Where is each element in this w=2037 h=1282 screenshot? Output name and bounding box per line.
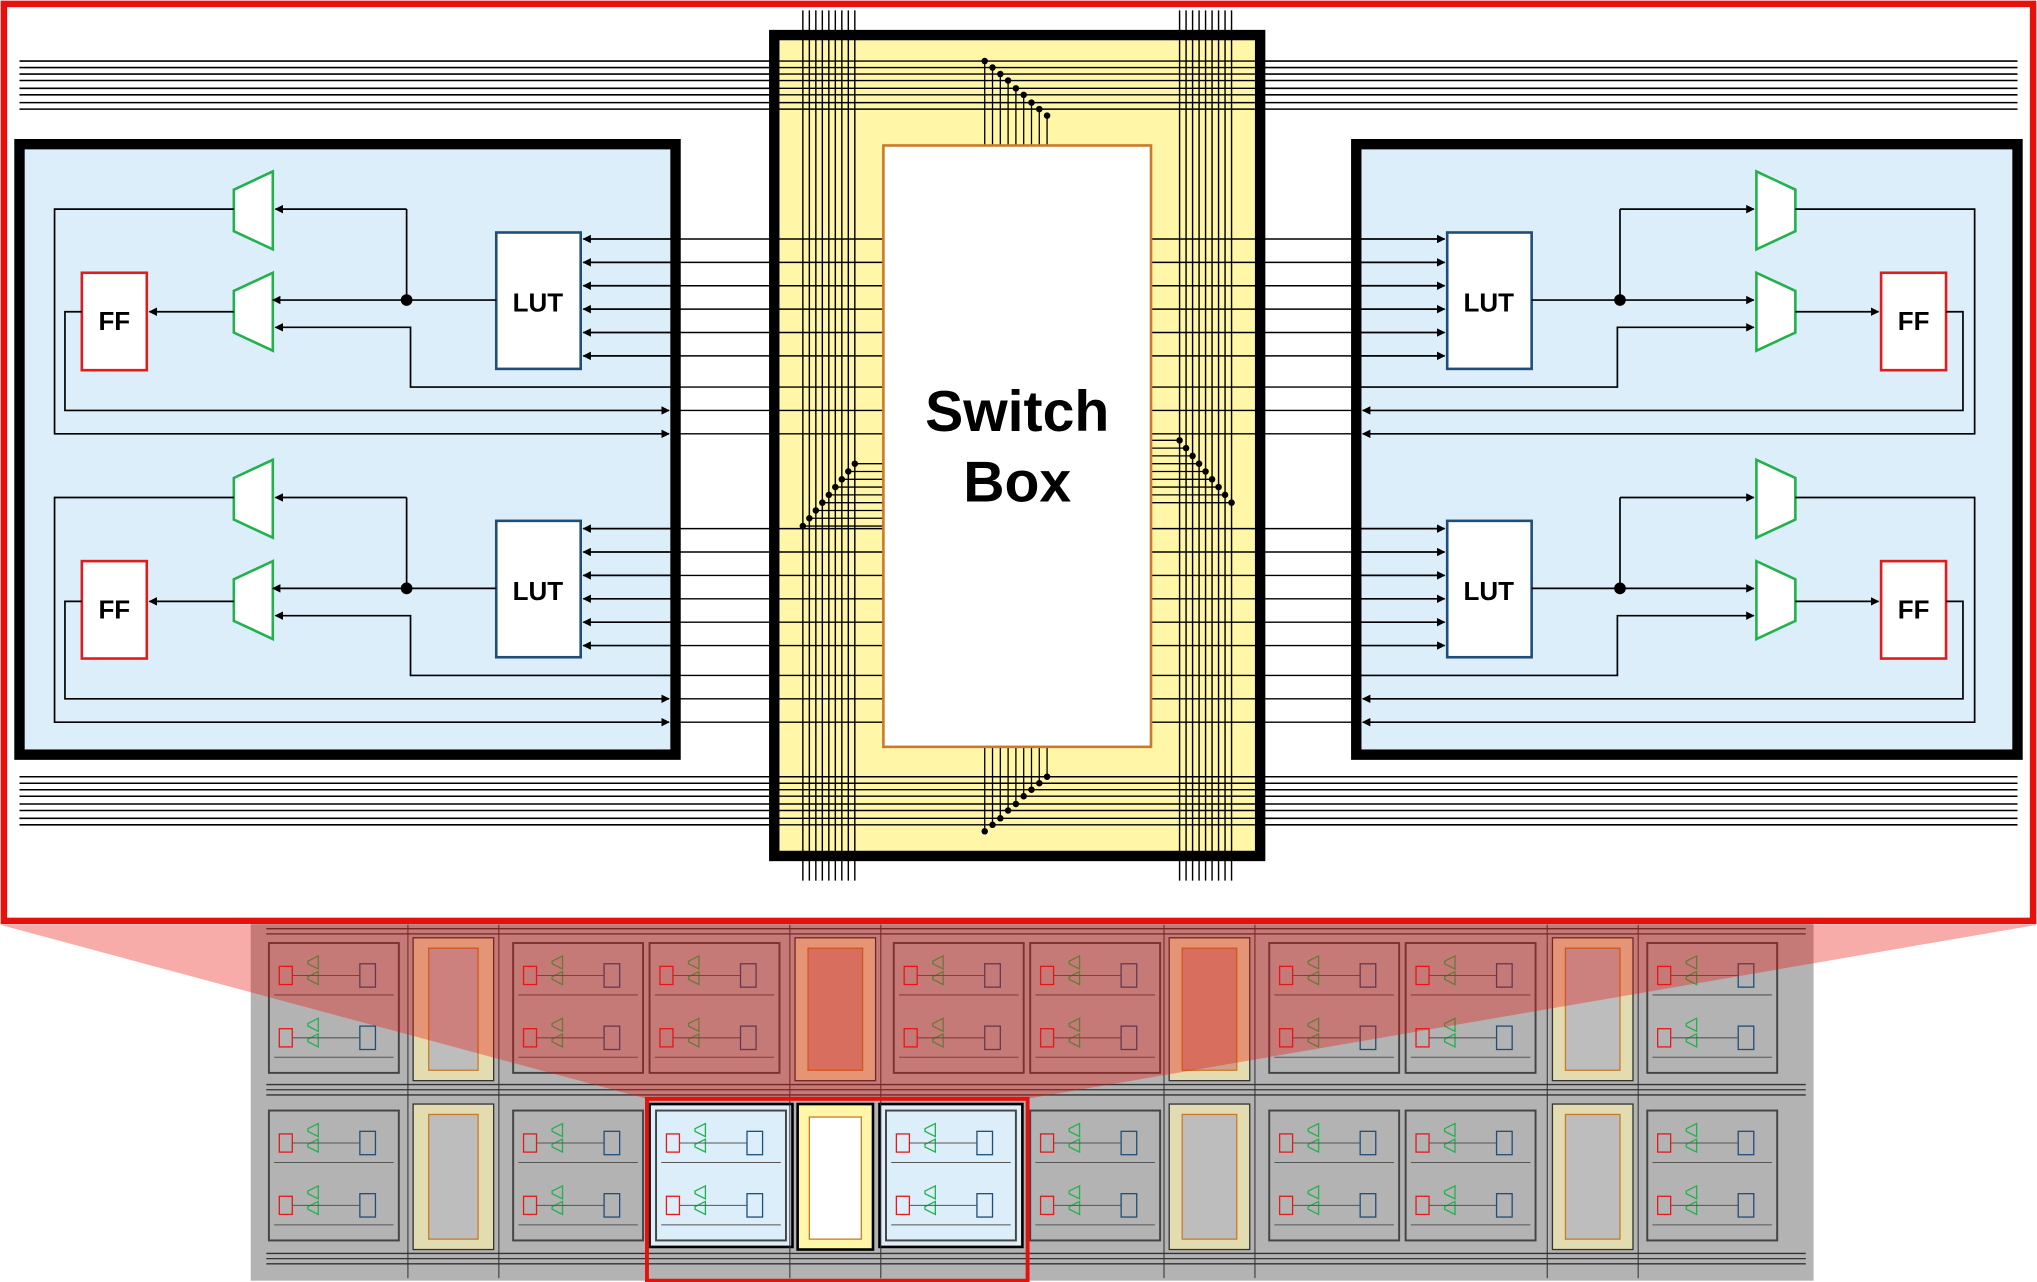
ff-box bbox=[80, 559, 149, 660]
ff-box bbox=[80, 271, 149, 372]
lut-box bbox=[1445, 519, 1533, 659]
clb-left: LUT FF bbox=[14, 138, 681, 760]
mux-icon bbox=[232, 169, 275, 252]
clb-right: LUT FF bbox=[1351, 138, 2023, 760]
mux-icon bbox=[1755, 270, 1797, 353]
routing-channel-bottom bbox=[19, 775, 2018, 826]
slice-right-upper: LUT FF bbox=[1356, 169, 1976, 439]
switch-box-label-2: Box bbox=[963, 450, 1071, 514]
zoom-source-frame bbox=[645, 1096, 1030, 1282]
slice-right-lower: LUT FF bbox=[1356, 457, 1976, 727]
zoom-projection bbox=[0, 924, 2037, 1099]
lut-box bbox=[494, 231, 582, 371]
mux-icon bbox=[232, 457, 275, 540]
slice-left-lower: LUT FF bbox=[53, 457, 676, 727]
switch-box: Switch Box bbox=[675, 10, 1357, 881]
ff-box bbox=[1879, 559, 1948, 660]
highlighted-tile bbox=[648, 1102, 1024, 1251]
mux-icon bbox=[1755, 559, 1797, 642]
lut-label: LUT bbox=[513, 576, 564, 606]
mux-icon bbox=[1755, 457, 1797, 540]
lut-box bbox=[1445, 231, 1533, 371]
routing-channel-top bbox=[19, 60, 2018, 110]
switch-box-label-1: Switch bbox=[925, 380, 1109, 444]
lut-label: LUT bbox=[1464, 288, 1515, 318]
ff-box bbox=[1879, 271, 1948, 372]
mux-icon bbox=[232, 270, 275, 353]
ff-label: FF bbox=[98, 306, 130, 336]
lut-label: LUT bbox=[513, 288, 564, 318]
mux-icon bbox=[1755, 169, 1797, 252]
ff-label: FF bbox=[1898, 306, 1930, 336]
slice-left-upper: LUT FF bbox=[53, 169, 676, 439]
ff-label: FF bbox=[1898, 594, 1930, 624]
mux-icon bbox=[232, 559, 275, 642]
ff-label: FF bbox=[98, 594, 130, 624]
lut-box bbox=[494, 519, 582, 659]
lut-label: LUT bbox=[1464, 576, 1515, 606]
